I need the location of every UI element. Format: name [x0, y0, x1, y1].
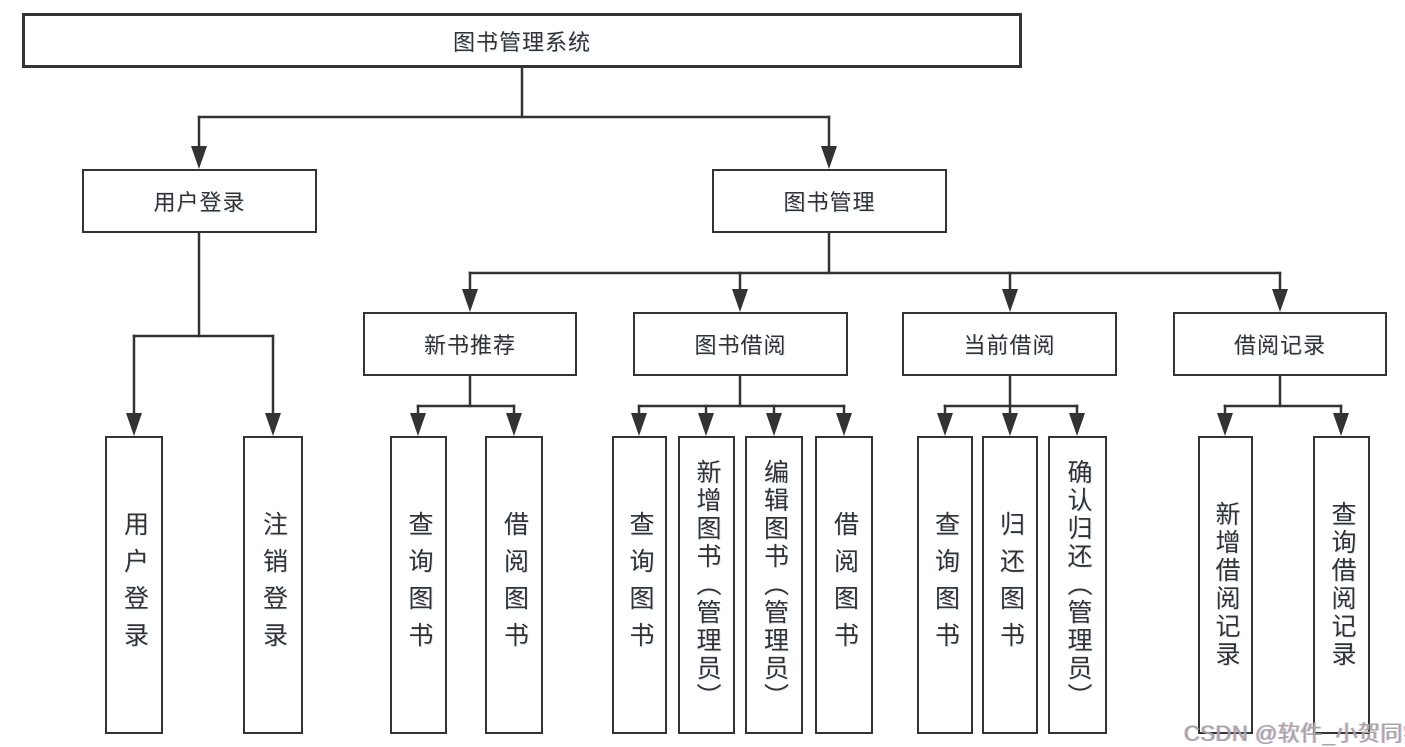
node-label-book-borrow: 图书借阅 [694, 333, 787, 358]
node-label-leaf-query-book-current: 查询图书 [931, 511, 960, 659]
arrow-down-icon [506, 413, 522, 436]
arrow-down-icon [836, 413, 852, 436]
arrow-down-icon [766, 413, 782, 436]
arrow-down-icon [732, 289, 748, 312]
node-leaf-add-book-admin: 新增图书（管理员） [678, 436, 735, 734]
node-book-management: 图书管理 [712, 169, 947, 233]
node-leaf-borrow-book-recommend: 借阅图书 [485, 436, 543, 734]
node-label-leaf-return-book: 归还图书 [996, 511, 1025, 659]
node-label-leaf-borrow-book-recommend: 借阅图书 [500, 511, 529, 659]
arrow-down-icon [821, 146, 837, 169]
node-leaf-query-book-current: 查询图书 [917, 436, 973, 734]
node-leaf-edit-book-admin: 编辑图书（管理员） [745, 436, 803, 734]
arrow-down-icon [1333, 413, 1349, 436]
node-leaf-user-login: 用户登录 [105, 436, 163, 734]
node-leaf-query-borrow-record: 查询借阅记录 [1313, 436, 1370, 734]
arrow-down-icon [631, 413, 647, 436]
node-label-leaf-query-book-borrow: 查询图书 [626, 511, 654, 659]
arrow-down-icon [191, 146, 207, 169]
arrow-down-icon [1217, 413, 1233, 436]
node-label-user-login: 用户登录 [153, 190, 246, 215]
node-label-leaf-borrow-book: 借阅图书 [830, 511, 859, 659]
arrow-down-icon [937, 413, 953, 436]
node-leaf-borrow-book: 借阅图书 [815, 436, 873, 734]
node-label-leaf-edit-book-admin: 编辑图书（管理员） [760, 459, 789, 711]
node-label-leaf-user-login: 用户登录 [120, 511, 149, 659]
arrow-down-icon [410, 413, 426, 436]
node-label-leaf-query-book-recommend: 查询图书 [405, 511, 433, 659]
arrow-down-icon [698, 413, 714, 436]
node-new-book-recommend: 新书推荐 [363, 312, 577, 376]
node-leaf-query-book-recommend: 查询图书 [390, 436, 447, 734]
node-book-borrow: 图书借阅 [633, 312, 848, 376]
node-label-root: 图书管理系统 [452, 29, 591, 55]
node-leaf-add-borrow-record: 新增借阅记录 [1198, 436, 1253, 734]
node-borrow-records: 借阅记录 [1173, 312, 1387, 376]
arrow-down-icon [1069, 413, 1085, 436]
node-root: 图书管理系统 [22, 13, 1022, 68]
node-label-borrow-records: 借阅记录 [1233, 333, 1326, 358]
watermark: CSDN @软件_小贺同学 [1184, 721, 1405, 746]
arrow-down-icon [1002, 413, 1018, 436]
node-leaf-return-book: 归还图书 [982, 436, 1038, 734]
node-label-leaf-confirm-return-admin: 确认归还（管理员） [1064, 459, 1092, 711]
node-current-borrow: 当前借阅 [902, 312, 1117, 376]
node-label-leaf-query-borrow-record: 查询借阅记录 [1328, 501, 1356, 669]
node-label-leaf-add-book-admin: 新增图书（管理员） [693, 459, 721, 711]
node-label-leaf-add-borrow-record: 新增借阅记录 [1212, 501, 1240, 669]
node-label-leaf-logout: 注销登录 [259, 511, 288, 659]
node-leaf-query-book-borrow: 查询图书 [612, 436, 667, 734]
node-user-login: 用户登录 [82, 169, 317, 233]
node-leaf-confirm-return-admin: 确认归还（管理员） [1048, 436, 1107, 734]
arrow-down-icon [126, 413, 142, 436]
arrow-down-icon [1272, 289, 1288, 312]
arrow-down-icon [265, 413, 281, 436]
arrow-down-icon [1002, 289, 1018, 312]
node-leaf-logout: 注销登录 [243, 436, 303, 734]
node-label-new-book-recommend: 新书推荐 [423, 333, 516, 358]
node-label-current-borrow: 当前借阅 [963, 333, 1056, 358]
arrow-down-icon [462, 289, 478, 312]
node-label-book-management: 图书管理 [783, 190, 876, 215]
